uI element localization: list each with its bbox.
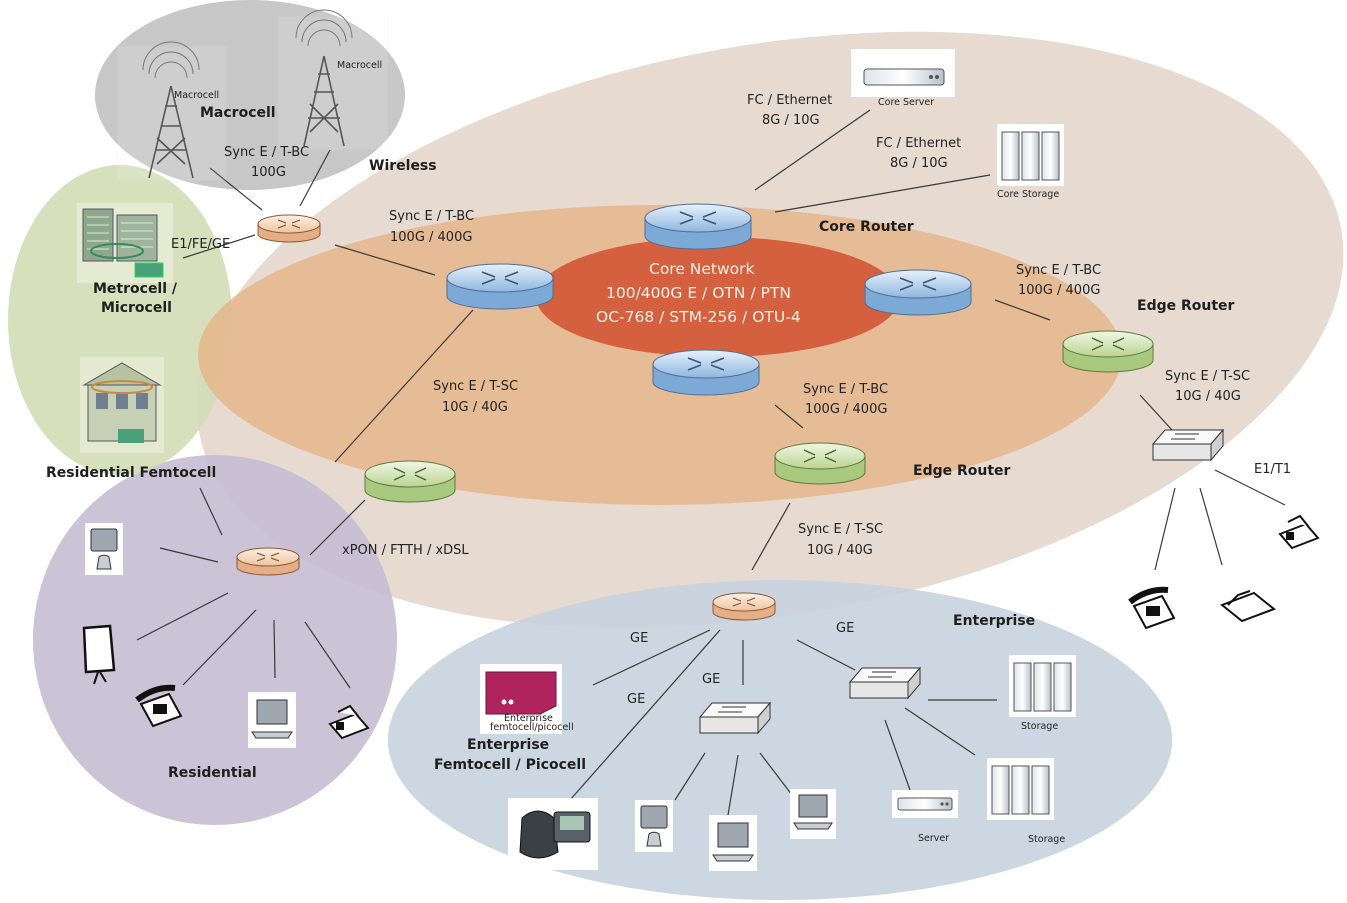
right-sync-label-b: 100G / 400G (1018, 283, 1100, 298)
bottom-sync-sc-label-b: 10G / 40G (807, 543, 873, 558)
fax-icon-right (1278, 514, 1320, 550)
server-label: Server (918, 833, 949, 844)
ip-phone-icon (508, 798, 598, 870)
core-router-bottom[interactable] (652, 349, 760, 396)
metrocell-label-2: Microcell (101, 300, 172, 316)
right-sync-sc-label-a: Sync E / T-SC (1165, 369, 1250, 384)
core-router-top[interactable] (644, 203, 752, 250)
fax-icon-residential (328, 704, 370, 740)
tower-label-1: Macrocell (174, 90, 219, 101)
fc-ethernet-label-2b: 8G / 10G (890, 156, 948, 171)
core-server-icon (851, 49, 955, 97)
edge-router-left[interactable] (364, 460, 456, 503)
residential-femtocell-label: Residential Femtocell (46, 465, 216, 481)
ge-label-3: GE (702, 672, 720, 687)
xpon-label: xPON / FTTH / xDSL (342, 543, 469, 558)
bottom-sync-sc-label-a: Sync E / T-SC (798, 522, 883, 537)
core-server-label: Core Server (878, 97, 934, 108)
edge-router-label-right: Edge Router (1137, 298, 1235, 314)
macrocell-tower-1-icon (116, 41, 228, 182)
core-network-line-3: OC-768 / STM-256 / OTU-4 (596, 308, 801, 326)
left-sync-sc-label-a: Sync E / T-SC (433, 379, 518, 394)
storage-2-label: Storage (1028, 834, 1065, 845)
ge-label-1: GE (630, 631, 648, 646)
left-sync-label-a: Sync E / T-BC (389, 209, 474, 224)
desktop-monitor-icon-enterprise (635, 800, 673, 852)
access-router-enterprise[interactable] (712, 592, 776, 621)
projector-screen-icon (82, 624, 116, 685)
laptop-icon-enterprise-2 (790, 789, 836, 839)
core-router-label: Core Router (819, 219, 914, 235)
switch-enterprise-left[interactable] (698, 701, 772, 735)
laptop-icon-residential (248, 692, 296, 748)
macrocell-tower-2-icon (277, 9, 389, 151)
laptop-icon-enterprise-1 (709, 815, 757, 871)
fc-ethernet-label-2a: FC / Ethernet (876, 136, 961, 151)
core-network-title: Core Network (649, 260, 755, 278)
storage-1-icon (1009, 655, 1076, 717)
desktop-monitor-icon (85, 523, 123, 575)
right-sync-sc-label-b: 10G / 40G (1175, 389, 1241, 404)
edge-router-right[interactable] (1062, 330, 1154, 373)
edge-router-label-center: Edge Router (913, 463, 1011, 479)
enterprise-femtocell-caption-2: femtocell/picocell (490, 722, 574, 733)
right-sync-label-a: Sync E / T-BC (1016, 263, 1101, 278)
metrocell-label-1: Metrocell / (93, 281, 178, 297)
switch-right[interactable] (1151, 428, 1225, 462)
scanner-icon-right (1220, 590, 1276, 623)
core-router-right[interactable] (864, 269, 972, 316)
ge-label-2: GE (627, 692, 645, 707)
residential-zone-label: Residential (168, 765, 257, 781)
e1fege-label: E1/FE/GE (171, 237, 230, 252)
enterprise-femtocell-icon (480, 664, 562, 734)
core-network-zone (536, 237, 900, 357)
fc-ethernet-label-1a: FC / Ethernet (747, 93, 832, 108)
residential-femtocell-house-icon (80, 357, 164, 453)
core-storage-icon (997, 124, 1064, 186)
left-sync-sc-label-b: 10G / 40G (442, 400, 508, 415)
telephone-icon-residential (135, 684, 183, 728)
core-storage-label: Core Storage (997, 189, 1059, 200)
enterprise-femtocell-caption-1: Enterprise (504, 713, 553, 724)
access-router-wireless[interactable] (257, 214, 321, 243)
edge-router-center[interactable] (774, 442, 866, 485)
ge-label-4: GE (836, 621, 854, 636)
links (136, 109, 1286, 816)
metrocell-building-icon (77, 203, 173, 283)
enterprise-femtocell-label-2: Femtocell / Picocell (434, 757, 586, 773)
enterprise-femtocell-label-1: Enterprise (467, 737, 549, 753)
storage-1-label: Storage (1021, 721, 1058, 732)
wireless-sync-label-b: 100G (251, 165, 286, 180)
center-sync-bc-label-b: 100G / 400G (805, 402, 887, 417)
switch-enterprise-right[interactable] (848, 666, 922, 700)
access-router-residential[interactable] (236, 547, 300, 576)
macrocell-zone (95, 0, 405, 190)
storage-2-icon (987, 758, 1054, 820)
residential-zone (33, 455, 397, 825)
telephone-icon-right (1128, 586, 1176, 630)
core-network-line-2: 100/400G E / OTN / PTN (606, 284, 791, 302)
server-icon (892, 790, 958, 818)
core-router-left[interactable] (446, 263, 554, 310)
macrocell-zone-label: Macrocell (200, 105, 276, 121)
fc-ethernet-label-1b: 8G / 10G (762, 113, 820, 128)
metrocell-zone (8, 165, 232, 475)
enterprise-zone-label: Enterprise (953, 613, 1035, 629)
wireless-sync-label-a: Sync E / T-BC (224, 145, 309, 160)
wireless-zone-label: Wireless (369, 158, 437, 174)
center-sync-bc-label-a: Sync E / T-BC (803, 382, 888, 397)
left-sync-label-b: 100G / 400G (390, 230, 472, 245)
e1t1-label: E1/T1 (1254, 462, 1291, 477)
tower-label-2: Macrocell (337, 60, 382, 71)
